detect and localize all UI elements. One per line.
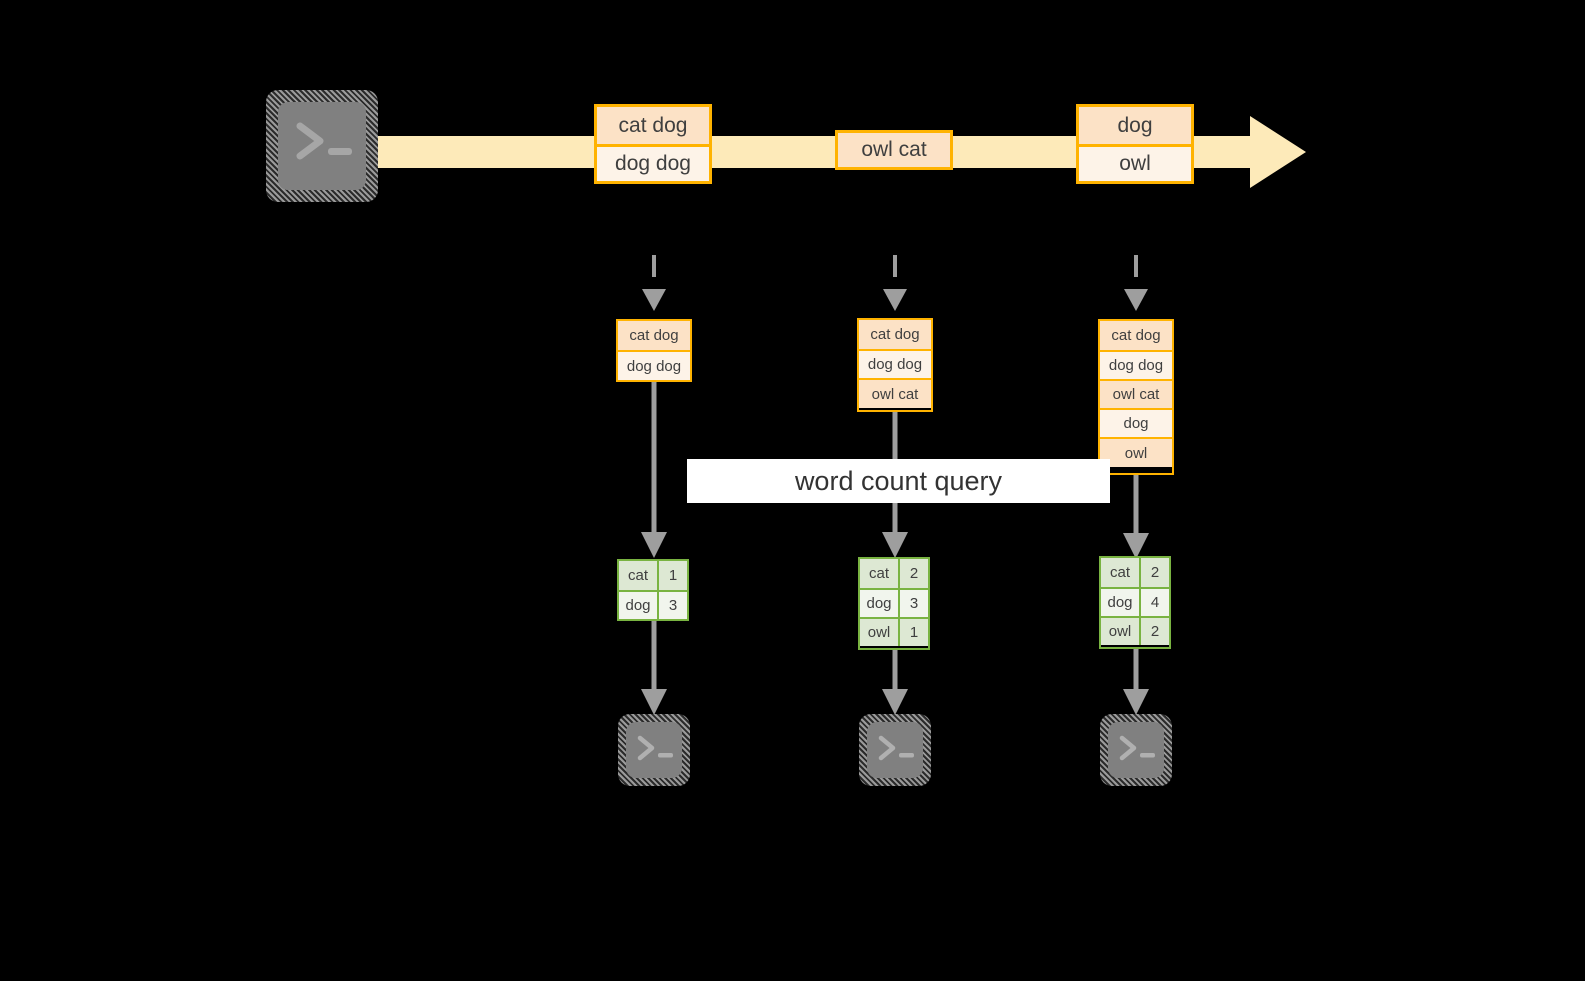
- input-table-row: cat dog: [859, 320, 931, 349]
- connector-stream-to-snapshot-3: [1124, 255, 1148, 311]
- terminal-face: [278, 102, 366, 190]
- stream-batch-2: owl cat: [835, 130, 953, 170]
- result-count: 1: [659, 561, 687, 590]
- result-row: owl 2: [1101, 616, 1169, 645]
- query-label: word count query: [794, 465, 1003, 496]
- sink-terminal-icon-3: [1100, 714, 1172, 786]
- connector-sink-2: [882, 650, 908, 715]
- result-count: 2: [1141, 558, 1169, 587]
- connector-sink-3: [1123, 649, 1149, 715]
- result-word: dog: [1101, 589, 1141, 616]
- result-row: dog 4: [1101, 587, 1169, 616]
- stream-batch-line: cat dog: [597, 107, 709, 144]
- result-row: owl 1: [860, 617, 928, 646]
- result-count: 4: [1141, 589, 1169, 616]
- terminal-prompt-glyph: [637, 735, 673, 761]
- result-row: dog 3: [860, 588, 928, 617]
- terminal-face: [626, 722, 682, 778]
- result-row: dog 3: [619, 590, 687, 619]
- stream-batch-line: dog: [1079, 107, 1191, 144]
- connector-query-3: [1123, 475, 1149, 559]
- source-terminal-icon: [266, 90, 378, 202]
- sink-terminal-icon-1: [618, 714, 690, 786]
- sink-terminal-icon-2: [859, 714, 931, 786]
- connector-sink-1: [641, 621, 667, 715]
- input-table-1: cat dog dog dog: [616, 319, 692, 382]
- input-table-2: cat dog dog dog owl cat: [857, 318, 933, 412]
- stream-batch-line: owl cat: [838, 133, 950, 167]
- result-row: cat 2: [860, 559, 928, 588]
- result-word: cat: [860, 559, 900, 588]
- input-table-row: owl: [1100, 437, 1172, 467]
- input-table-row: cat dog: [618, 321, 690, 350]
- connector-stream-to-snapshot-2: [883, 255, 907, 311]
- result-count: 3: [659, 592, 687, 619]
- result-count: 1: [900, 619, 928, 646]
- result-word: cat: [619, 561, 659, 590]
- result-word: owl: [1101, 618, 1141, 645]
- result-row: cat 2: [1101, 558, 1169, 587]
- result-count: 3: [900, 590, 928, 617]
- result-word: dog: [860, 590, 900, 617]
- stream-batch-line: dog dog: [597, 144, 709, 181]
- input-table-row: dog: [1100, 408, 1172, 437]
- result-table-1: cat 1 dog 3: [617, 559, 689, 621]
- result-word: cat: [1101, 558, 1141, 587]
- terminal-prompt-glyph: [296, 122, 352, 160]
- terminal-prompt-glyph: [1119, 735, 1155, 761]
- stream-batch-1: cat dog dog dog: [594, 104, 712, 184]
- result-table-2: cat 2 dog 3 owl 1: [858, 557, 930, 650]
- result-count: 2: [1141, 618, 1169, 645]
- input-table-row: dog dog: [618, 350, 690, 380]
- query-label-band: word count query: [687, 459, 1110, 503]
- result-word: dog: [619, 592, 659, 619]
- stream-batch-line: owl: [1079, 144, 1191, 181]
- terminal-face: [867, 722, 923, 778]
- input-table-row: dog dog: [859, 349, 931, 378]
- connector-stream-to-snapshot-1: [642, 255, 666, 311]
- input-table-row: cat dog: [1100, 321, 1172, 350]
- input-table-row: owl cat: [1100, 379, 1172, 408]
- result-row: cat 1: [619, 561, 687, 590]
- result-word: owl: [860, 619, 900, 646]
- result-count: 2: [900, 559, 928, 588]
- input-table-3: cat dog dog dog owl cat dog owl: [1098, 319, 1174, 475]
- result-table-3: cat 2 dog 4 owl 2: [1099, 556, 1171, 649]
- input-table-row: dog dog: [1100, 350, 1172, 379]
- connector-query-1: [641, 382, 667, 558]
- stream-batch-3: dog owl: [1076, 104, 1194, 184]
- terminal-prompt-glyph: [878, 735, 914, 761]
- input-table-row: owl cat: [859, 378, 931, 408]
- terminal-face: [1108, 722, 1164, 778]
